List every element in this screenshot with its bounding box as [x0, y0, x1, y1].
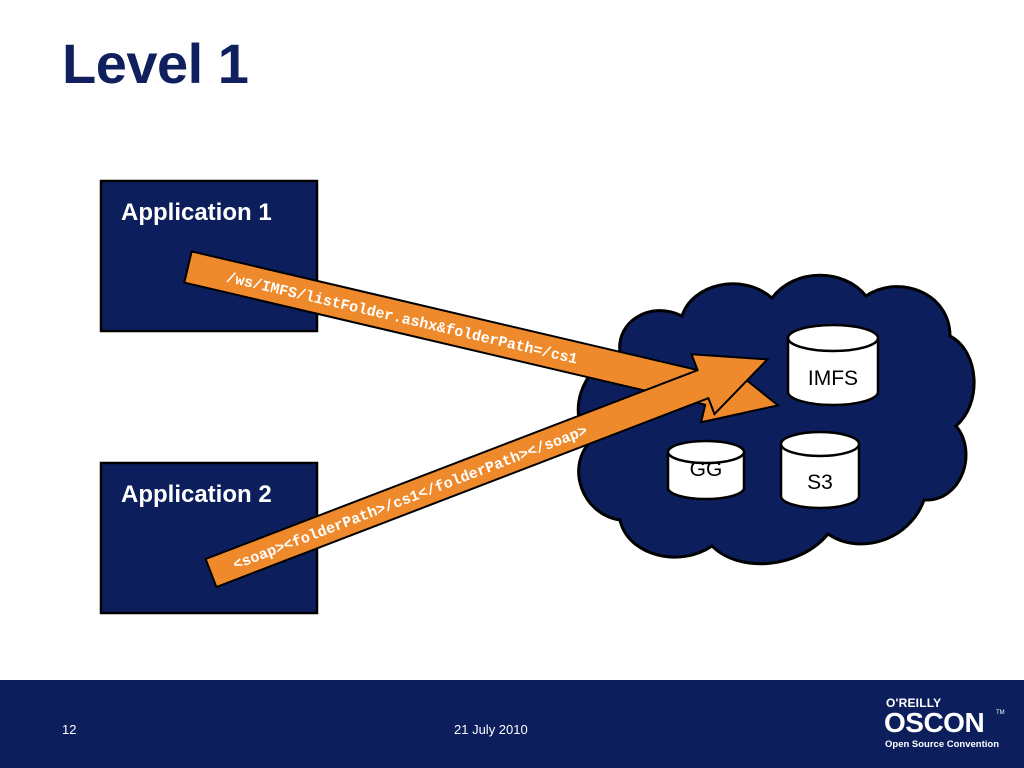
gg-label: GG — [690, 458, 723, 481]
application-1-label: Application 1 — [121, 199, 272, 226]
gg-store: GG — [666, 439, 746, 501]
oscon-logo: O'REILLY OSCON TM Open Source Convention — [884, 694, 1005, 758]
logo-trademark: TM — [996, 710, 1005, 716]
imfs-store: IMFS — [786, 323, 880, 407]
logo-tagline: Open Source Convention — [885, 739, 1000, 750]
footer-date: 21 July 2010 — [454, 722, 528, 737]
architecture-diagram: Application 1 Application 2 IMFS GG S3 — [99, 179, 976, 615]
application-2-label: Application 2 — [121, 481, 272, 508]
imfs-label: IMFS — [808, 367, 858, 390]
s3-store: S3 — [779, 430, 861, 510]
slide-title: Level 1 — [62, 32, 249, 95]
logo-name: OSCON — [884, 707, 985, 738]
s3-label: S3 — [807, 471, 833, 494]
logo-publisher: O'REILLY — [886, 696, 942, 710]
page-number: 12 — [62, 722, 77, 737]
footer-bar: 12 21 July 2010 O'REILLY OSCON TM Open S… — [0, 680, 1024, 768]
